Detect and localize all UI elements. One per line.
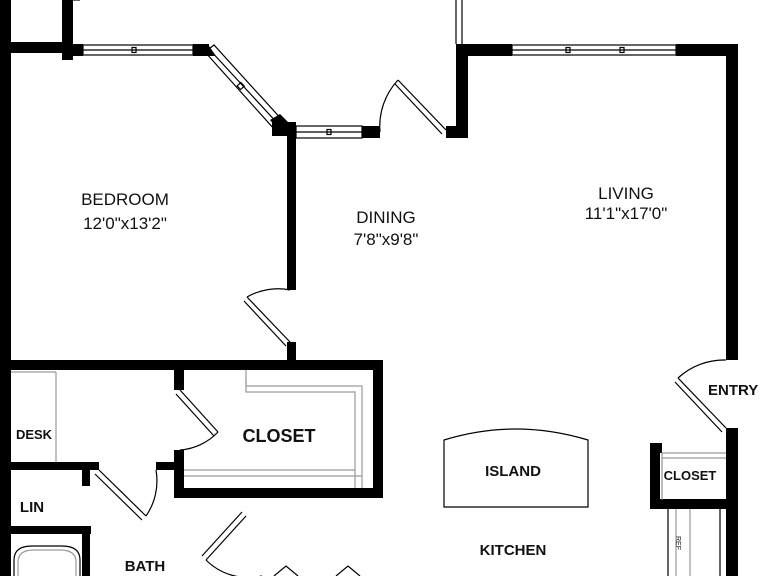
wall-right-exterior-lower — [726, 428, 738, 576]
closet-shelving — [184, 370, 363, 488]
door-closet — [175, 389, 219, 451]
wall-dining-top-right — [362, 126, 380, 138]
wall-right-exterior-upper — [726, 44, 738, 360]
door-bath — [94, 469, 158, 521]
wall-bedroom-dining-upper — [287, 132, 296, 290]
refrigerator — [667, 509, 721, 576]
kitchen-island — [443, 428, 589, 508]
desk-counter — [11, 371, 57, 462]
wall-small-closet-bottom — [650, 499, 726, 509]
door-bedroom — [243, 288, 291, 347]
patio-door-lines — [70, 0, 463, 44]
door-bottom-bifold — [273, 565, 361, 576]
entry-label: ENTRY — [708, 382, 758, 399]
dining-label: DINING — [356, 208, 416, 227]
wall-desk-stub — [82, 470, 90, 486]
wall-closet-left-lower — [174, 450, 184, 498]
linen-label: LIN — [20, 499, 44, 516]
wall-closet-bottom — [174, 488, 383, 498]
living-label: LIVING — [598, 184, 654, 203]
ref-label: REF — [674, 536, 681, 550]
small-closet-shelf — [661, 452, 726, 500]
island-label: ISLAND — [485, 463, 541, 480]
closet-small-label: CLOSET — [664, 468, 717, 483]
wall-small-closet — [650, 443, 660, 509]
living-size: 11'1"x17'0" — [585, 204, 668, 223]
wall-closet-right — [373, 360, 383, 498]
wall-living-top-right — [676, 44, 738, 56]
window-bedroom-diagonal — [195, 44, 290, 132]
window-living — [511, 44, 677, 56]
wall-closet-bath-stub — [156, 462, 184, 470]
bedroom-label: BEDROOM — [81, 190, 169, 209]
wall-living-top-left — [456, 44, 512, 56]
wall-bedroom-top — [73, 44, 83, 56]
wall-lin-bottom — [11, 526, 91, 534]
kitchen-label: KITCHEN — [480, 542, 547, 559]
wall-bedroom-bottom — [11, 360, 383, 370]
bedroom-size: 12'0"x13'2" — [83, 214, 167, 233]
window-bedroom — [82, 44, 194, 56]
closet-main-label: CLOSET — [242, 426, 315, 446]
wall-living-bump-bottom — [446, 126, 468, 138]
wall-living-bump-vertical — [456, 44, 468, 138]
wall-lin-right — [82, 526, 90, 576]
wall-bedroom-dining-lower — [287, 342, 296, 368]
bathtub — [13, 545, 81, 576]
door-dining-patio — [379, 79, 447, 135]
door-bath-lower — [201, 511, 262, 576]
wall-small-closet-top — [650, 443, 662, 453]
wall-closet-left-upper — [174, 360, 184, 390]
wall-top-left-post — [62, 0, 73, 60]
desk-label: DESK — [16, 427, 53, 442]
wall-left-exterior — [0, 0, 11, 576]
wall-desk-bottom — [11, 462, 99, 470]
wall-top-left — [11, 42, 73, 53]
door-entry — [674, 359, 727, 433]
window-dining — [295, 125, 363, 139]
bath-label: BATH — [125, 558, 166, 575]
dining-size: 7'8"x9'8" — [354, 230, 419, 249]
